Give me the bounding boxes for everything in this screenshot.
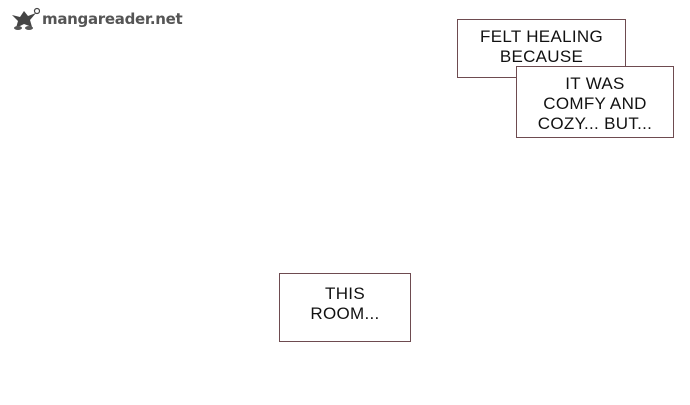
caption-line: BECAUSE [499,47,584,66]
caption-line: COMFY AND [543,94,647,113]
caption-box-3: THIS ROOM... [279,273,411,342]
watermark-text: mangareader.net [42,10,183,28]
caption-line: ROOM... [310,304,380,323]
mascot-icon [12,7,40,30]
watermark-logo: mangareader.net [10,6,183,32]
caption-line: FELT HEALING [480,27,603,46]
caption-line: THIS [325,284,365,303]
caption-line: COZY... BUT... [537,114,653,133]
caption-line: IT WAS [565,74,625,93]
caption-box-2: IT WAS COMFY AND COZY... BUT... [516,66,674,138]
